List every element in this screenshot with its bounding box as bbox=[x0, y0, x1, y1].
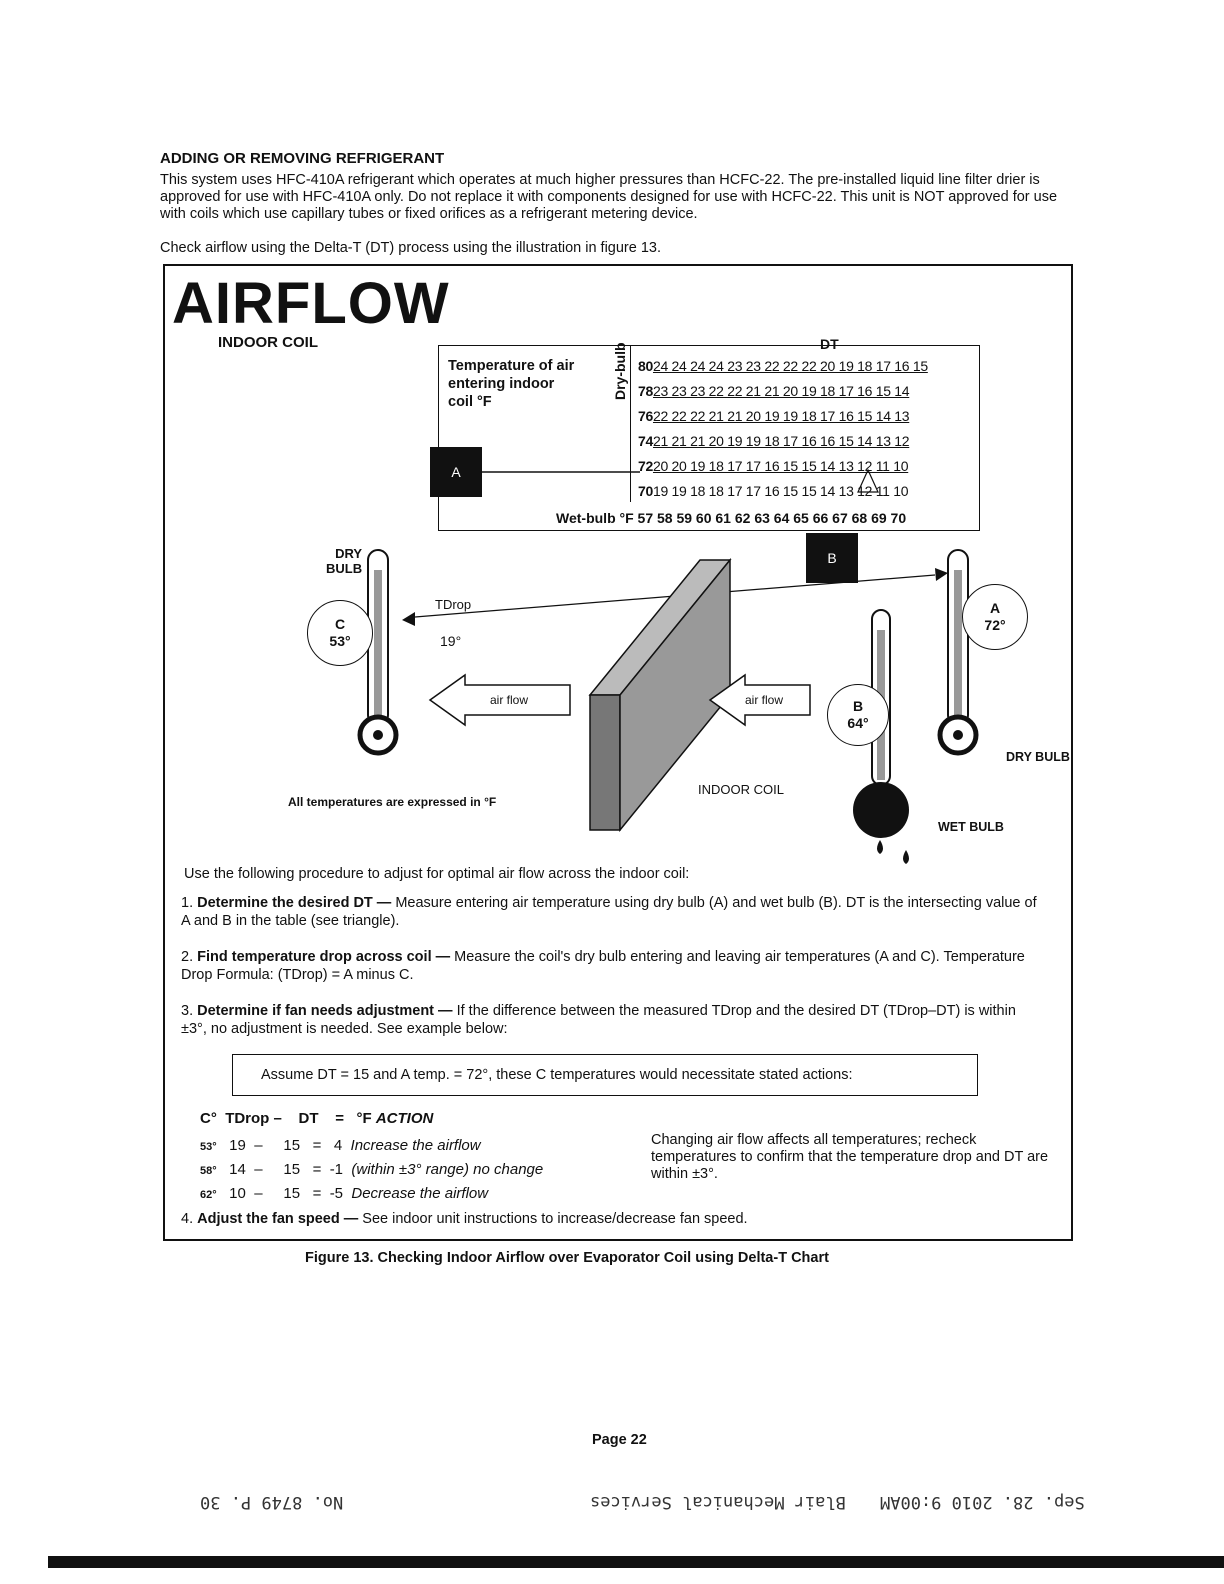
tdrop-arrow-left bbox=[402, 612, 415, 626]
temp-label-line2: entering indoor bbox=[448, 376, 555, 392]
dt-table-label-cell bbox=[438, 345, 631, 502]
wet-bulb-row: Wet-bulb °F 57 58 59 60 61 62 63 64 65 6… bbox=[556, 510, 907, 526]
dry-bulb-vertical-label: Dry-bulb bbox=[612, 342, 628, 400]
wet-bulb-label: WET BULB bbox=[938, 820, 1004, 834]
indoor-coil-shape bbox=[588, 557, 732, 833]
assume-box: Assume DT = 15 and A temp. = 72°, these … bbox=[232, 1054, 978, 1096]
temp-label-line3: coil °F bbox=[448, 394, 492, 410]
check-airflow-text: Check airflow using the Delta-T (DT) pro… bbox=[160, 240, 662, 256]
step-item: 1. Determine the desired DT — Measure en… bbox=[181, 895, 1037, 929]
recheck-note: Changing air flow affects all temperatur… bbox=[651, 1132, 1049, 1182]
temp-label-line1: Temperature of air bbox=[448, 358, 575, 374]
dt-row: 7421 21 21 20 19 19 18 17 16 16 15 14 13… bbox=[638, 433, 910, 449]
dt-row: 7622 22 22 21 21 20 19 19 18 17 16 15 14… bbox=[638, 408, 910, 424]
dt-header: DT bbox=[820, 336, 839, 352]
dt-table-box bbox=[438, 345, 980, 531]
tdrop-label: TDrop bbox=[435, 597, 472, 612]
step-item: 2. Find temperature drop across coil — M… bbox=[181, 949, 1025, 983]
dt-table-label: Temperature of air entering indoor coil … bbox=[448, 357, 618, 411]
tdrop-value: 19° bbox=[440, 633, 462, 649]
figure-frame bbox=[163, 264, 1073, 1241]
fax-header-mid: Blair Mechanical Services bbox=[590, 1492, 846, 1512]
example-table-row: 53° 19 – 15 = 4 Increase the airflow bbox=[200, 1137, 481, 1154]
page-number: Page 22 bbox=[592, 1432, 647, 1448]
intro-paragraph: This system uses HFC-410A refrigerant wh… bbox=[160, 172, 1058, 222]
tdrop-arrow-right bbox=[935, 568, 948, 581]
figure-caption: Figure 13. Checking Indoor Airflow over … bbox=[305, 1250, 829, 1266]
fax-header-right: Sep. 28. 2010 9:00AM bbox=[880, 1492, 1085, 1512]
dry-bulb-right-label: DRY BULB bbox=[1006, 750, 1070, 764]
air-flow-arrow-left-shape bbox=[428, 673, 571, 727]
fax-bottom-bar bbox=[48, 1556, 1224, 1568]
figure-title: AIRFLOW bbox=[172, 271, 450, 336]
indoor-coil-label: INDOOR COIL bbox=[218, 334, 318, 351]
box-b: B bbox=[806, 533, 858, 583]
air-flow-left-label: air flow bbox=[490, 693, 529, 707]
example-table-header: C° TDrop – DT = °F ACTION bbox=[200, 1110, 434, 1127]
step-item: 3. Determine if fan needs adjustment — I… bbox=[181, 1003, 1016, 1037]
airflow-illustration bbox=[357, 468, 979, 864]
dt-row: 8024 24 24 24 23 23 22 22 22 20 19 18 17… bbox=[638, 358, 928, 374]
dt-row: 7019 19 18 18 17 17 16 15 15 14 13 12 11… bbox=[638, 483, 909, 499]
intersection-triangle bbox=[857, 468, 879, 493]
example-table-row: 58° 14 – 15 = -1 (within ±3° range) no c… bbox=[200, 1161, 544, 1178]
air-flow-right-label: air flow bbox=[745, 693, 784, 707]
fax-header-left: No. 8749 P. 30 bbox=[200, 1492, 344, 1512]
example-table-row: 62° 10 – 15 = -5 Decrease the airflow bbox=[200, 1185, 489, 1202]
air-flow-arrow-right-shape bbox=[708, 673, 811, 727]
box-a: A bbox=[430, 447, 482, 497]
left-thermometer bbox=[357, 549, 399, 756]
dt-row: 7220 20 19 18 17 17 16 15 15 14 13 12 11… bbox=[638, 458, 909, 474]
indoor-coil-center-label: INDOOR COIL bbox=[698, 782, 784, 797]
right-dry-thermometer bbox=[937, 549, 979, 756]
procedure-intro: Use the following procedure to adjust fo… bbox=[184, 866, 690, 882]
dt-row: 7823 23 23 22 22 21 21 20 19 18 17 16 15… bbox=[638, 383, 910, 399]
step-item: 4. Adjust the fan speed — See indoor uni… bbox=[181, 1211, 748, 1227]
section-heading: ADDING OR REMOVING REFRIGERANT bbox=[160, 150, 445, 167]
all-temps-note: All temperatures are expressed in °F bbox=[288, 795, 497, 809]
